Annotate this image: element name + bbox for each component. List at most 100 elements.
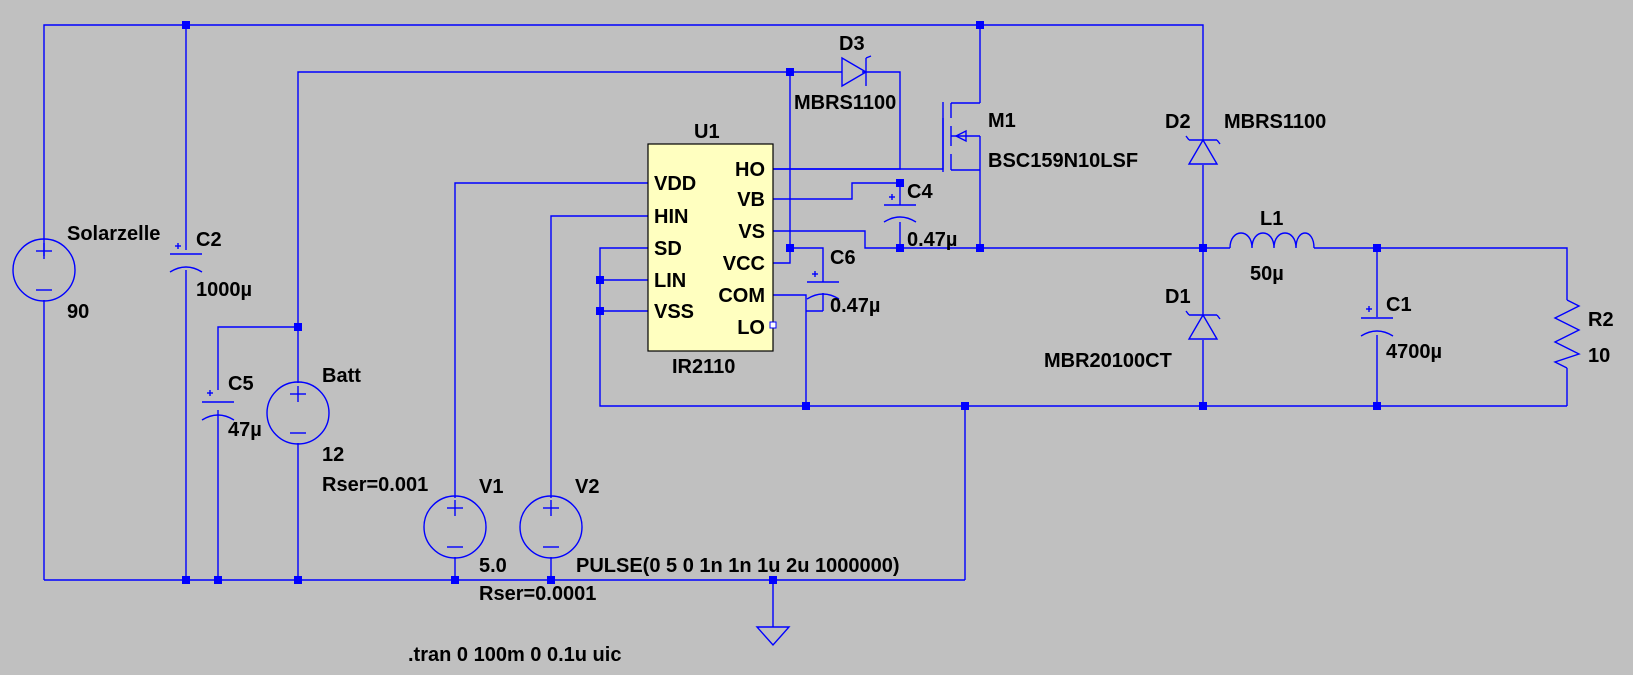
c2-value: 1000µ <box>196 279 252 301</box>
diode-d3[interactable]: D3 MBRS1100 <box>790 33 896 114</box>
diode-icon <box>1187 313 1219 340</box>
l1-label: L1 <box>1260 208 1283 230</box>
pin-vs: VS <box>738 221 765 243</box>
junction <box>961 402 969 410</box>
junction <box>182 576 190 584</box>
wire-vb <box>773 182 901 200</box>
c1-value: 4700µ <box>1386 341 1442 363</box>
wire-c6-top <box>790 247 824 275</box>
wire-d3-out <box>773 71 901 170</box>
d2-part: MBRS1100 <box>1224 111 1326 133</box>
pin-vcc: VCC <box>723 253 765 275</box>
diode-icon <box>1187 138 1219 165</box>
mosfet-m1[interactable]: M1 BSC159N10LSF <box>942 102 1138 172</box>
c6-value: 0.47µ <box>830 295 880 317</box>
junction <box>547 576 555 584</box>
junction <box>802 402 810 410</box>
voltage-source-icon <box>266 381 330 445</box>
capacitor-c5[interactable]: C5 47µ <box>201 373 262 441</box>
d3-label: D3 <box>839 33 865 55</box>
junction <box>896 244 904 252</box>
junction <box>1199 244 1207 252</box>
wire-ho <box>773 118 944 170</box>
wire-top-rail <box>43 24 1204 256</box>
pin-vss: VSS <box>654 301 694 323</box>
batt-label: Batt <box>322 365 361 387</box>
source-batt[interactable]: Batt 12 Rser=0.001 <box>266 365 428 496</box>
pin-com: COM <box>718 285 765 307</box>
c5-label: C5 <box>228 373 254 395</box>
l1-value: 50µ <box>1250 263 1284 285</box>
junction <box>976 244 984 252</box>
diode-icon <box>841 56 868 88</box>
solar-value: 90 <box>67 301 89 323</box>
source-solarzelle[interactable]: Solarzelle 90 <box>12 223 160 323</box>
pin-lo-open <box>769 321 777 329</box>
inductor-icon <box>1229 232 1315 249</box>
wire-v2-hin <box>550 215 648 498</box>
inductor-l1[interactable]: L1 50µ <box>1229 208 1315 285</box>
wire-output <box>1314 247 1568 300</box>
pin-vdd: VDD <box>654 173 696 195</box>
c2-label: C2 <box>196 229 222 251</box>
capacitor-c1[interactable]: C1 4700µ <box>1360 294 1442 363</box>
m1-label: M1 <box>988 110 1016 132</box>
u1-part: IR2110 <box>672 356 735 378</box>
pin-hin: HIN <box>654 206 688 228</box>
c1-label: C1 <box>1386 294 1412 316</box>
wire-com <box>773 294 807 406</box>
wire-v1-vdd <box>454 182 648 498</box>
wire-vcc <box>773 248 791 264</box>
d2-label: D2 <box>1165 111 1191 133</box>
spice-directive[interactable]: .tran 0 100m 0 0.1u uic <box>408 644 621 666</box>
diode-d1[interactable]: D1 MBR20100CT <box>1044 286 1221 372</box>
v1-rser: Rser=0.0001 <box>479 583 596 605</box>
source-v1[interactable]: V1 5.0 Rser=0.0001 <box>423 476 596 605</box>
solar-label: Solarzelle <box>67 223 160 245</box>
diode-d2[interactable]: D2 MBRS1100 <box>1165 111 1326 165</box>
junction <box>786 244 794 252</box>
v2-label: V2 <box>575 476 599 498</box>
batt-value: 12 <box>322 444 344 466</box>
batt-rser: Rser=0.001 <box>322 474 428 496</box>
d1-label: D1 <box>1165 286 1191 308</box>
capacitor-c6[interactable]: C6 0.47µ <box>806 247 880 317</box>
ic-body <box>647 143 774 352</box>
wires <box>43 24 1568 627</box>
junction <box>976 21 984 29</box>
junction <box>1373 402 1381 410</box>
junction <box>451 576 459 584</box>
capacitor-c2[interactable]: C2 1000µ <box>169 229 252 301</box>
junction <box>214 576 222 584</box>
junction <box>1373 244 1381 252</box>
v1-value: 5.0 <box>479 555 507 577</box>
junction <box>294 576 302 584</box>
c4-value: 0.47µ <box>907 229 957 251</box>
pin-sd: SD <box>654 238 682 260</box>
pin-lo: LO <box>737 317 765 339</box>
pin-lin: LIN <box>654 270 686 292</box>
voltage-source-icon <box>423 495 487 559</box>
c5-value: 47µ <box>228 419 262 441</box>
d1-part: MBR20100CT <box>1044 350 1172 372</box>
c6-label: C6 <box>830 247 856 269</box>
r2-label: R2 <box>1588 309 1614 331</box>
ground-icon[interactable] <box>755 626 791 647</box>
voltage-source-icon <box>12 238 76 302</box>
wire-batt-top <box>297 71 790 383</box>
junctions <box>182 21 1381 584</box>
pin-ho: HO <box>735 159 765 181</box>
junction <box>596 307 604 315</box>
mosfet-arrow-icon <box>954 129 967 143</box>
wire-vs <box>773 230 900 249</box>
capacitor-c4[interactable]: C4 0.47µ <box>883 181 957 251</box>
resistor-r2[interactable]: R2 10 <box>1553 299 1614 369</box>
v2-value: PULSE(0 5 0 1n 1n 1u 2u 1000000) <box>576 555 900 577</box>
junction <box>596 276 604 284</box>
resistor-icon <box>1553 299 1581 369</box>
source-v2[interactable]: V2 PULSE(0 5 0 1n 1n 1u 2u 1000000) <box>519 476 900 577</box>
junction <box>182 21 190 29</box>
wire-c5-top <box>217 326 298 390</box>
ic-u1[interactable]: U1 IR2110 VDD HIN SD LIN VSS HO VB VS VC… <box>647 121 777 378</box>
